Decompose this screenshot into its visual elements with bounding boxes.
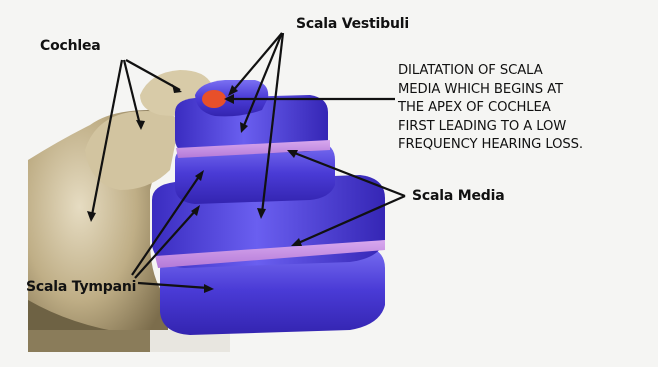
label-scala-tympani: Scala Tympani <box>26 279 136 295</box>
label-cochlea: Cochlea <box>40 38 101 54</box>
note-line: DILATATION OF SCALA <box>398 62 583 81</box>
note-line: THE APEX OF COCHLEA <box>398 99 583 118</box>
apex-dilatation-marker <box>202 90 226 108</box>
dilatation-note: DILATATION OF SCALA MEDIA WHICH BEGINS A… <box>398 62 583 155</box>
note-line: MEDIA WHICH BEGINS AT <box>398 81 583 100</box>
note-line: FIRST LEADING TO A LOW <box>398 118 583 137</box>
label-scala-vestibuli: Scala Vestibuli <box>296 16 409 32</box>
note-line: FREQUENCY HEARING LOSS. <box>398 136 583 155</box>
label-scala-media: Scala Media <box>412 188 504 204</box>
